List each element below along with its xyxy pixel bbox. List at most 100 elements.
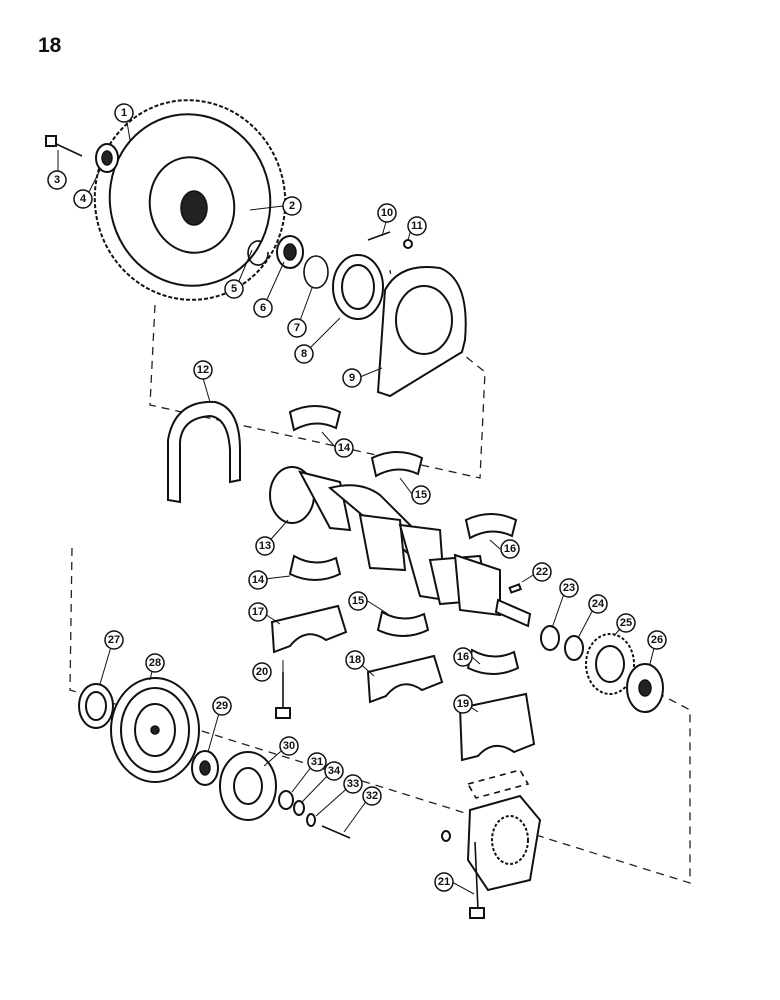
svg-text:31: 31 [311, 756, 323, 768]
pulley-hub [219, 751, 277, 821]
hub-bolt [321, 825, 351, 839]
svg-text:20: 20 [256, 666, 268, 678]
bearing-cap-bolt [275, 672, 291, 719]
svg-text:9: 9 [349, 372, 355, 384]
svg-text:27: 27 [108, 634, 120, 646]
svg-text:14: 14 [252, 574, 265, 586]
crankshaft-pulley [110, 677, 200, 783]
lock-washer [293, 800, 305, 816]
rear-seal [332, 254, 384, 320]
callout-16: 16 [453, 647, 473, 667]
svg-text:12: 12 [197, 364, 209, 376]
callout-26: 26 [647, 630, 667, 650]
bearing-shell [464, 513, 518, 540]
callout-18: 18 [345, 650, 365, 670]
callouts: 1 2 3 4 5 6 7 8 9 10 11 12 13 14 14 15 1… [47, 103, 667, 892]
callout-4: 4 [73, 189, 93, 209]
callout-27: 27 [104, 630, 124, 650]
callout-2: 2 [282, 196, 302, 216]
callout-29: 29 [212, 696, 232, 716]
callout-15: 15 [411, 485, 431, 505]
main-bearing-cap [366, 654, 444, 704]
svg-text:32: 32 [366, 790, 378, 802]
callout-14: 14 [248, 570, 268, 590]
callout-10: 10 [377, 203, 397, 223]
callout-9: 9 [342, 368, 362, 388]
hub-washer [278, 790, 294, 810]
callout-11: 11 [407, 216, 427, 236]
svg-text:5: 5 [231, 283, 237, 295]
callout-20: 20 [252, 662, 272, 682]
svg-text:17: 17 [252, 606, 264, 618]
callout-6: 6 [253, 298, 273, 318]
callout-31: 31 [307, 752, 327, 772]
bearing-shell [288, 405, 342, 432]
svg-text:19: 19 [457, 698, 469, 710]
crankshaft [269, 466, 532, 628]
flywheel [93, 99, 287, 301]
callout-33: 33 [343, 774, 363, 794]
front-seal [78, 683, 114, 729]
svg-text:7: 7 [294, 322, 300, 334]
callout-17: 17 [248, 602, 268, 622]
callout-28: 28 [145, 653, 165, 673]
callout-23: 23 [559, 578, 579, 598]
callout-8: 8 [294, 344, 314, 364]
o-ring [303, 255, 329, 289]
gasket [167, 400, 241, 504]
callout-1: 1 [114, 103, 134, 123]
svg-text:18: 18 [349, 654, 361, 666]
svg-text:4: 4 [80, 193, 87, 205]
callout-32: 32 [362, 786, 382, 806]
svg-text:3: 3 [54, 174, 60, 186]
thrust-washer [564, 635, 584, 661]
svg-text:10: 10 [381, 207, 393, 219]
svg-text:33: 33 [347, 778, 359, 790]
pilot-bearing [95, 143, 119, 173]
callout-12: 12 [193, 360, 213, 380]
callout-21: 21 [434, 872, 454, 892]
svg-text:34: 34 [328, 765, 341, 777]
pulley-spacer [191, 750, 219, 786]
callout-22: 22 [532, 562, 552, 582]
callout-3: 3 [47, 170, 67, 190]
page-number: 18 [38, 34, 62, 57]
main-bearing-cap [270, 604, 348, 654]
oil-pump [441, 769, 542, 892]
svg-text:8: 8 [301, 348, 307, 360]
svg-text:24: 24 [592, 598, 605, 610]
callout-19: 19 [453, 694, 473, 714]
dashed-group-lower [69, 547, 691, 884]
svg-text:13: 13 [259, 540, 271, 552]
callout-16: 16 [500, 539, 520, 559]
callout-5: 5 [224, 279, 244, 299]
svg-text:28: 28 [149, 657, 161, 669]
svg-text:1: 1 [121, 107, 127, 119]
callout-13: 13 [255, 536, 275, 556]
callout-14: 14 [334, 438, 354, 458]
callout-30: 30 [279, 736, 299, 756]
callout-7: 7 [287, 318, 307, 338]
rear-seal-retainer [376, 266, 467, 398]
bearing-shell [376, 610, 430, 637]
svg-text:29: 29 [216, 700, 228, 712]
crankshaft-gear [585, 633, 635, 695]
bearing-shell [288, 554, 342, 581]
oil-slinger [626, 663, 664, 713]
callout-25: 25 [616, 613, 636, 633]
woodruff-key [508, 583, 523, 594]
flat-washer [306, 813, 316, 827]
bearing [276, 235, 304, 269]
svg-text:15: 15 [415, 489, 427, 501]
callout-15: 15 [348, 591, 368, 611]
svg-text:26: 26 [651, 634, 663, 646]
retainer-bolt [367, 231, 391, 241]
oil-pump-bolt [469, 841, 485, 919]
svg-text:11: 11 [411, 220, 423, 232]
svg-text:2: 2 [289, 200, 295, 212]
svg-text:15: 15 [352, 595, 364, 607]
spacer [540, 625, 560, 651]
flywheel-bolt [45, 135, 83, 157]
svg-text:16: 16 [504, 543, 516, 555]
